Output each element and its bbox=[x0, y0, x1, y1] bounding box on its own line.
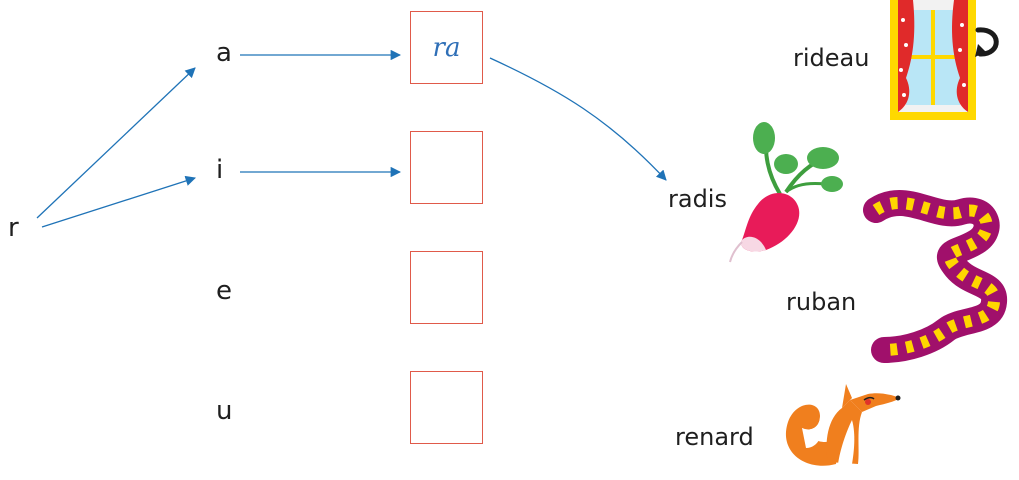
word-rideau: rideau bbox=[793, 44, 870, 72]
vowel-u: u bbox=[216, 396, 233, 426]
word-renard: renard bbox=[675, 423, 754, 451]
answer-box-u[interactable] bbox=[410, 371, 483, 444]
answer-box-a[interactable]: ra bbox=[410, 11, 483, 84]
ribbon-icon bbox=[863, 190, 1007, 363]
radish-icon bbox=[729, 122, 843, 263]
arrow-r-to-i bbox=[41, 175, 196, 228]
answer-text-e bbox=[411, 252, 482, 323]
arrow-box-to-radis bbox=[489, 57, 667, 181]
fox-icon bbox=[785, 384, 901, 466]
answer-box-i[interactable] bbox=[410, 131, 483, 204]
answer-box-e[interactable] bbox=[410, 251, 483, 324]
answer-text-u bbox=[411, 372, 482, 443]
consonant-r: r bbox=[8, 213, 19, 243]
answer-text-i bbox=[411, 132, 482, 203]
word-ruban: ruban bbox=[786, 288, 857, 316]
vowel-a: a bbox=[216, 38, 232, 68]
vowel-e: e bbox=[216, 276, 232, 306]
window-curtain-icon bbox=[890, 0, 999, 120]
word-radis: radis bbox=[668, 185, 727, 213]
arrow-r-to-a bbox=[36, 67, 196, 219]
vowel-i: i bbox=[216, 155, 224, 185]
answer-text-a: ra bbox=[432, 32, 461, 63]
